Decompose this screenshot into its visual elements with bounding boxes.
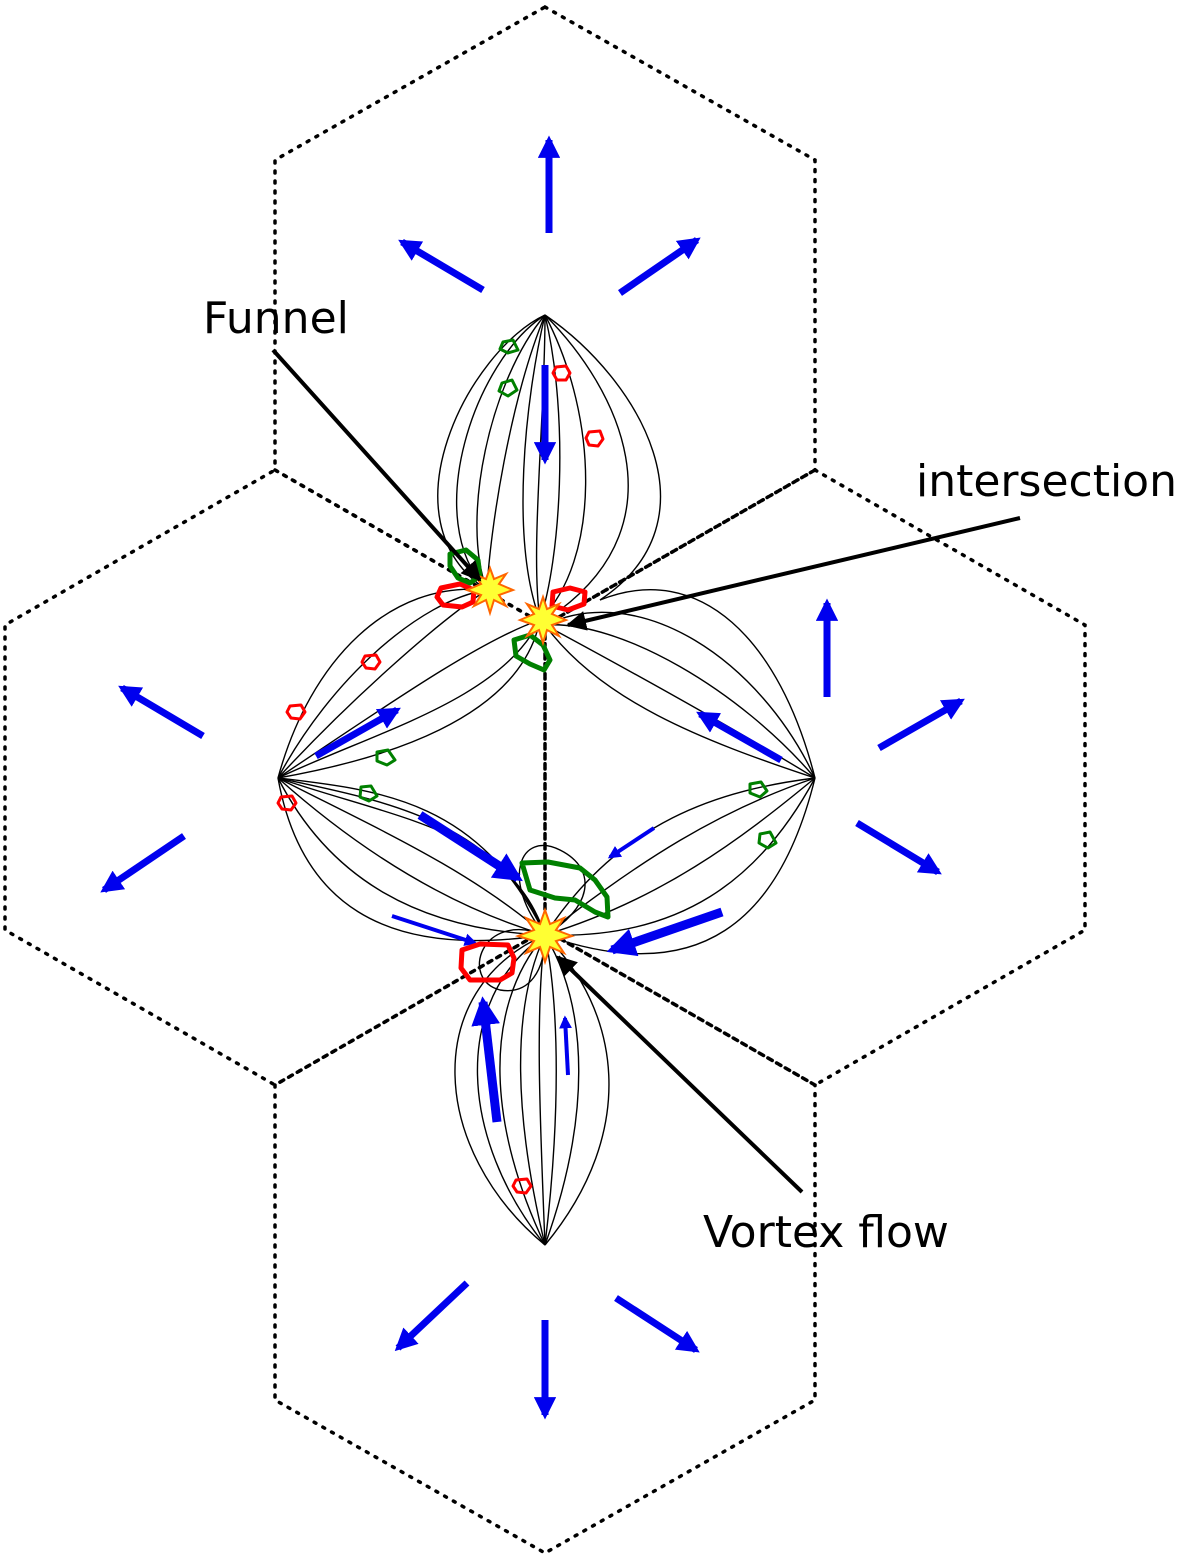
- field-line: [539, 314, 561, 621]
- star-markers: [464, 565, 576, 966]
- flow-arrow: [607, 826, 656, 859]
- field-line: [277, 777, 546, 936]
- vortex-flow-pointer: [556, 955, 804, 1194]
- field-line: [277, 777, 546, 942]
- field-line: [544, 314, 629, 611]
- funnel-pointer: [271, 348, 482, 582]
- vortex-flow-label: Vortex flow: [703, 1207, 949, 1258]
- red-element: [276, 794, 298, 812]
- flow-arrow: [618, 237, 701, 296]
- field-line: [544, 624, 816, 779]
- magnetic-elements: [276, 338, 778, 1195]
- flow-arrow: [398, 238, 485, 294]
- field-line: [476, 314, 546, 591]
- red-element: [584, 429, 605, 448]
- field-line: [277, 619, 541, 779]
- flow-arrow: [417, 811, 523, 882]
- flow-arrow: [559, 1015, 572, 1076]
- green-element: [497, 378, 519, 398]
- field-line: [277, 777, 546, 936]
- field-line: [544, 777, 816, 936]
- field-line: [518, 844, 586, 936]
- red-element: [434, 581, 477, 610]
- intersection-label: intersection: [916, 456, 1177, 507]
- green-element: [757, 830, 778, 850]
- field-line: [499, 934, 546, 1246]
- field-line: [544, 777, 816, 936]
- flow-arrow: [606, 907, 724, 957]
- bottom-cell: [273, 927, 817, 1556]
- flow-arrow: [314, 706, 401, 760]
- field-line: [544, 777, 816, 936]
- flow-arrow: [100, 833, 186, 893]
- field-line: [277, 777, 546, 936]
- field-line: [454, 934, 546, 1246]
- field-line: [519, 934, 546, 1246]
- annotation-pointers: [271, 348, 1021, 1194]
- green-element: [375, 748, 397, 767]
- green-element: [498, 338, 520, 355]
- red-element: [458, 941, 517, 983]
- funnel-label: Funnel: [203, 293, 349, 344]
- field-line: [478, 928, 546, 992]
- flow-arrow: [614, 1295, 700, 1353]
- green-element: [519, 859, 611, 920]
- field-line: [455, 314, 546, 591]
- field-line: [535, 314, 546, 621]
- red-element: [511, 1177, 533, 1195]
- field-line: [538, 934, 546, 1246]
- field-line: [539, 314, 587, 621]
- red-element: [360, 653, 382, 671]
- field-line: [277, 588, 488, 779]
- intersection-star: [517, 593, 569, 647]
- flow-arrows: [100, 135, 965, 1420]
- field-line: [544, 314, 661, 601]
- green-element: [748, 780, 769, 799]
- field-line: [544, 777, 816, 955]
- field-line: [277, 777, 546, 936]
- flow-arrow: [394, 1280, 470, 1352]
- red-element: [285, 703, 307, 721]
- field-line: [277, 777, 546, 936]
- field-line: [277, 619, 541, 779]
- labels: Funnel intersection Vortex flow: [203, 293, 1177, 1258]
- field-line: [437, 314, 546, 591]
- green-element: [358, 784, 379, 803]
- green-element: [511, 632, 553, 673]
- field-line: [522, 314, 546, 621]
- field-line: [544, 934, 557, 1246]
- flow-arrow: [391, 914, 478, 946]
- field-line: [486, 314, 546, 591]
- flow-arrow: [118, 684, 205, 740]
- vortex-star: [514, 907, 576, 966]
- field-line: [599, 589, 816, 779]
- field-line: [277, 589, 488, 779]
- flow-arrow: [696, 710, 783, 764]
- flow-arrow: [877, 697, 965, 752]
- field-line: [544, 934, 610, 1246]
- flow-arrow: [471, 996, 502, 1123]
- intersection-pointer: [566, 516, 1021, 631]
- field-line: [277, 777, 546, 936]
- flow-arrow: [855, 820, 942, 875]
- field-line: [544, 777, 816, 936]
- red-element: [551, 364, 572, 382]
- right-cell: [543, 467, 1087, 1088]
